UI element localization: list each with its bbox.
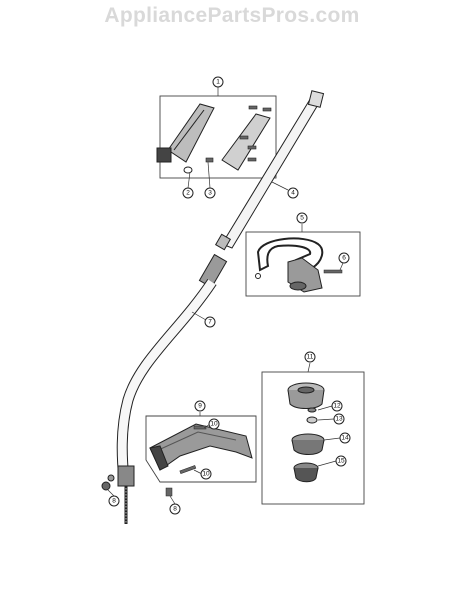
callout-9: 9 [194,400,206,412]
drive-head [117,465,135,487]
callout-12: 12 [331,400,343,412]
callout-7: 7 [204,316,216,328]
callout-6: 6 [338,252,350,264]
watermark-logo: AppliancePartsPros.com [104,4,360,27]
callout-1: 1 [212,76,224,88]
svg-text:14: 14 [341,435,349,442]
svg-text:15: 15 [337,458,345,465]
handle-assembly-box [156,95,277,179]
svg-text:6: 6 [342,255,346,262]
svg-text:3: 3 [208,190,212,197]
svg-text:8: 8 [112,498,116,505]
svg-text:2: 2 [186,190,190,197]
svg-text:1: 1 [216,79,220,86]
callout-2: 2 [182,187,194,199]
svg-text:11: 11 [307,354,314,361]
trimmer-head-box [261,371,365,505]
callout-14: 14 [339,432,351,444]
guard-box [145,415,257,497]
callout-4: 4 [287,187,299,199]
svg-text:4: 4 [291,190,295,197]
callout-13: 13 [333,413,345,425]
callout-15: 15 [335,455,347,467]
leader-lines [107,87,344,505]
upper-handle-part [167,103,215,163]
callout-8-lower-left: 8 [108,495,120,507]
svg-text:10: 10 [202,471,210,478]
callout-10-top: 10 [208,418,220,430]
svg-text:7: 7 [208,319,212,326]
svg-text:10: 10 [210,421,218,428]
svg-text:8: 8 [173,506,177,513]
callout-11: 11 [304,351,316,363]
svg-text:12: 12 [333,403,341,410]
callout-3: 3 [204,187,216,199]
lower-handle-part [221,113,271,171]
trigger-part [156,147,172,163]
callout-5: 5 [296,212,308,224]
assist-handle-box [245,231,361,297]
shaft [101,90,325,524]
svg-text:5: 5 [300,215,304,222]
callout-10-bottom: 10 [200,468,212,480]
clamp-bolt [323,269,343,274]
callout-8-guard: 8 [169,503,181,515]
shaft-coupler [198,253,228,289]
svg-text:9: 9 [198,403,202,410]
shaft-cap [307,90,325,108]
svg-text:13: 13 [335,416,343,423]
